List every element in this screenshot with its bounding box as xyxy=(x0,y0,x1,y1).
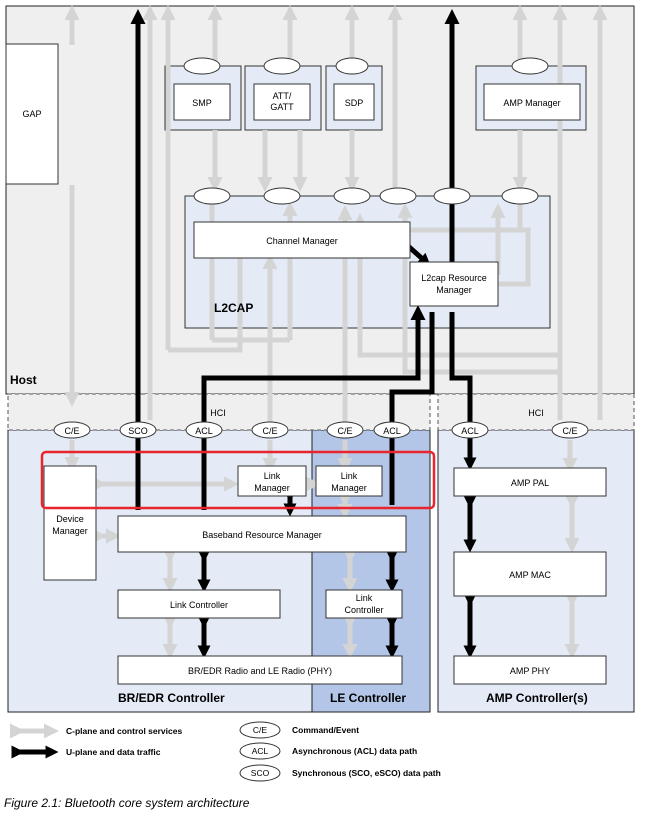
baseband-label: Baseband Resource Manager xyxy=(202,530,322,540)
sdp-port xyxy=(335,57,369,75)
br-edr-footer: BR/EDR Controller xyxy=(118,691,225,705)
hci-label-left: HCI xyxy=(210,408,226,418)
le-link-manager-box xyxy=(315,465,383,497)
amp-phy-box xyxy=(453,655,607,685)
smp-port xyxy=(183,57,221,75)
ce-label-2: C/E xyxy=(262,426,277,436)
sdp-box xyxy=(333,83,375,121)
att-port xyxy=(263,57,301,75)
figure-caption: Figure 2.1: Bluetooth core system archit… xyxy=(4,796,250,810)
l2cap-port-4 xyxy=(379,187,417,205)
channel-manager-label: Channel Manager xyxy=(266,236,338,246)
device-manager-line1: Device xyxy=(56,514,84,524)
br-link-manager-line2: Manager xyxy=(254,483,290,493)
l2cap-port-2 xyxy=(263,187,301,205)
hci-acl-port-3 xyxy=(451,421,489,439)
hci-acl-port-1 xyxy=(185,421,223,439)
legend-acl-symbol-text: ACL xyxy=(252,746,269,756)
gap-box xyxy=(5,43,59,185)
acl-label-3: ACL xyxy=(461,426,479,436)
amp-phy-label: AMP PHY xyxy=(510,666,550,676)
gap-label: GAP xyxy=(22,109,41,119)
c-plane-horizontal xyxy=(91,476,321,544)
l2cap-label: L2CAP xyxy=(214,301,253,315)
amp-manager-label: AMP Manager xyxy=(503,98,560,108)
amp-pal-box xyxy=(453,467,607,497)
amp-pal-label: AMP PAL xyxy=(511,478,549,488)
hci-acl-port-2 xyxy=(373,421,411,439)
hci-sco-port xyxy=(119,421,157,439)
amp-manager-box xyxy=(483,83,581,121)
c-plane-controller-vertical xyxy=(162,491,580,659)
amp-footer: AMP Controller(s) xyxy=(486,691,588,705)
radio-label: BR/EDR Radio and LE Radio (PHY) xyxy=(188,666,332,676)
sdp-label: SDP xyxy=(345,98,364,108)
le-link-controller-line1: Link xyxy=(356,593,373,603)
amp-manager-port xyxy=(511,57,549,75)
att-label-line1: ATT/ xyxy=(273,91,292,101)
legend: C-plane and control services U-plane and… xyxy=(9,721,441,782)
att-gatt-box xyxy=(253,83,311,121)
legend-acl-symbol xyxy=(239,742,281,760)
legend-sco-desc: Synchronous (SCO, eSCO) data path xyxy=(292,768,441,778)
le-link-controller-line2: Controller xyxy=(344,605,383,615)
le-link-manager-line2: Manager xyxy=(331,483,367,493)
le-link-manager-line1: Link xyxy=(341,471,358,481)
legend-ce-desc: Command/Event xyxy=(292,725,359,735)
acl-label-1: ACL xyxy=(195,426,213,436)
br-link-manager-line1: Link xyxy=(264,471,281,481)
hci-ce-port-1 xyxy=(53,421,91,439)
legend-c-plane-label: C-plane and control services xyxy=(66,726,182,736)
l2cap-resource-manager-box xyxy=(409,261,499,307)
le-footer: LE Controller xyxy=(330,691,406,705)
link-controller-box xyxy=(117,589,281,619)
legend-ce-symbol-text: C/E xyxy=(253,725,268,735)
legend-ce-symbol xyxy=(239,721,281,739)
ce-label-3: C/E xyxy=(337,426,352,436)
smp-box xyxy=(173,83,231,121)
l2cap-port-1 xyxy=(193,187,231,205)
hci-ce-port-3 xyxy=(326,421,364,439)
l2cap-port-5 xyxy=(433,187,471,205)
legend-acl-desc: Asynchronous (ACL) data path xyxy=(292,746,417,756)
acl-label-2: ACL xyxy=(383,426,401,436)
smp-label: SMP xyxy=(192,98,212,108)
bluetooth-architecture-diagram: GAP SMP ATT/ GATT SDP AMP Manager Channe… xyxy=(5,5,635,782)
link-manager-highlight xyxy=(40,450,436,510)
le-link-controller-box xyxy=(325,589,403,619)
br-edr-link-manager-box xyxy=(237,465,307,497)
legend-u-plane-label: U-plane and data traffic xyxy=(66,747,161,757)
l2cap-port-6 xyxy=(501,187,539,205)
ce-label-4: C/E xyxy=(562,426,577,436)
legend-sco-symbol-text: SCO xyxy=(251,768,270,778)
host-label: Host xyxy=(10,373,37,387)
resource-manager-label-line1: L2cap Resource xyxy=(421,273,487,283)
l2cap-port-3 xyxy=(333,187,371,205)
sco-label: SCO xyxy=(128,426,148,436)
legend-sco-symbol xyxy=(239,764,281,782)
ce-label-1: C/E xyxy=(64,426,79,436)
channel-manager-box xyxy=(193,221,411,259)
device-manager-box xyxy=(43,465,97,581)
resource-manager-label-line2: Manager xyxy=(436,285,472,295)
radio-box xyxy=(117,655,403,685)
hci-ce-port-2 xyxy=(251,421,289,439)
att-label-line2: GATT xyxy=(270,102,294,112)
device-manager-line2: Manager xyxy=(52,526,88,536)
hci-ce-port-4 xyxy=(551,421,589,439)
c-plane-connectors xyxy=(147,185,603,425)
hci-label-right: HCI xyxy=(528,408,544,418)
amp-mac-box xyxy=(453,551,607,597)
link-controller-label: Link Controller xyxy=(170,600,228,610)
baseband-resource-manager-box xyxy=(117,515,407,553)
amp-mac-label: AMP MAC xyxy=(509,570,551,580)
